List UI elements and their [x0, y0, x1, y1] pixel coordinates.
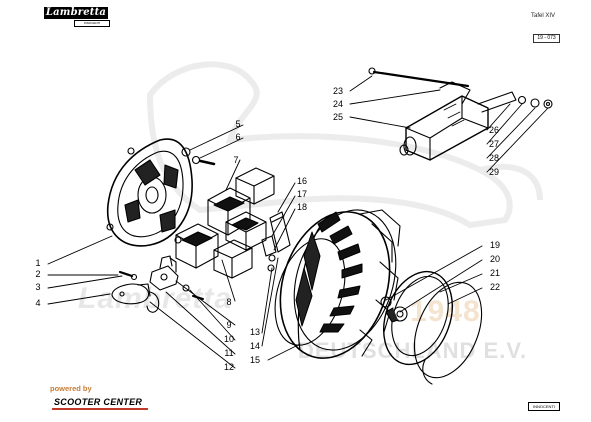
starter-rod-23 [368, 67, 470, 88]
callout-15: 15 [249, 355, 260, 365]
callout-8: 8 [226, 297, 232, 307]
flywheel-rotor [274, 209, 401, 359]
cover-plate-19-20 [380, 270, 453, 366]
callout-9: 9 [226, 320, 232, 330]
screw-and-washer-5-6 [181, 147, 216, 166]
stator-base-plate [106, 138, 193, 247]
callout-20: 20 [489, 254, 500, 264]
callout-12: 12 [223, 362, 234, 372]
callout-16: 16 [296, 176, 307, 186]
callout-18: 18 [296, 202, 307, 212]
powered-by-text: powered by [50, 384, 92, 393]
callout-22: 22 [489, 282, 500, 292]
callout-6: 6 [235, 132, 241, 142]
leader-lines [47, 75, 549, 369]
scooter-center-underline [52, 408, 148, 410]
callout-11: 11 [224, 348, 234, 358]
callout-23: 23 [332, 86, 343, 96]
callout-14: 14 [249, 341, 260, 351]
callout-13: 13 [249, 327, 260, 337]
callout-5: 5 [235, 119, 241, 129]
starter-motor-25 [399, 91, 517, 161]
coil-lower [175, 223, 219, 269]
callout-7: 7 [233, 155, 239, 165]
condenser-16 [269, 211, 291, 253]
lambretta-logo: Lambretta INNOCENTI [44, 7, 110, 27]
callout-27: 27 [488, 139, 499, 149]
callout-28: 28 [488, 153, 499, 163]
innocenti-mark: INNOCENTI [528, 402, 560, 411]
cable-4 [111, 283, 160, 313]
sealing-ring-21-22 [413, 281, 483, 385]
coil-top-right [235, 167, 275, 205]
callout-4: 4 [35, 298, 41, 308]
washer-nut-26-29 [517, 95, 553, 109]
scooter-center-logo-text: SCOOTER CENTER [54, 397, 143, 407]
contact-breaker-9-12 [149, 255, 204, 300]
callout-17: 17 [296, 189, 307, 199]
screw-2 [118, 270, 138, 281]
watermark-brand-text: Lambretta [78, 282, 233, 315]
callout-2: 2 [35, 269, 41, 279]
callout-21: 21 [489, 268, 500, 278]
plate-reference: 19 - 073 [533, 34, 560, 43]
callout-1: 1 [35, 258, 41, 268]
callout-25: 25 [332, 112, 343, 122]
callout-3: 3 [35, 282, 41, 292]
callout-26: 26 [488, 125, 499, 135]
callout-29: 29 [488, 167, 499, 177]
callout-10: 10 [223, 334, 234, 344]
innocenti-badge-text: INNOCENTI [74, 20, 110, 27]
starter-bracket-24 [439, 81, 471, 105]
callout-24: 24 [332, 99, 343, 109]
coil-right [213, 239, 253, 279]
lambretta-logo-text: Lambretta [44, 7, 108, 19]
scooter-center-logo: SCOOTER CENTER [52, 397, 148, 410]
clip-17-18 [261, 235, 277, 272]
coil-mid-right [225, 211, 267, 251]
callout-19: 19 [489, 240, 500, 250]
plate-title: Tafel XIV [531, 13, 556, 19]
